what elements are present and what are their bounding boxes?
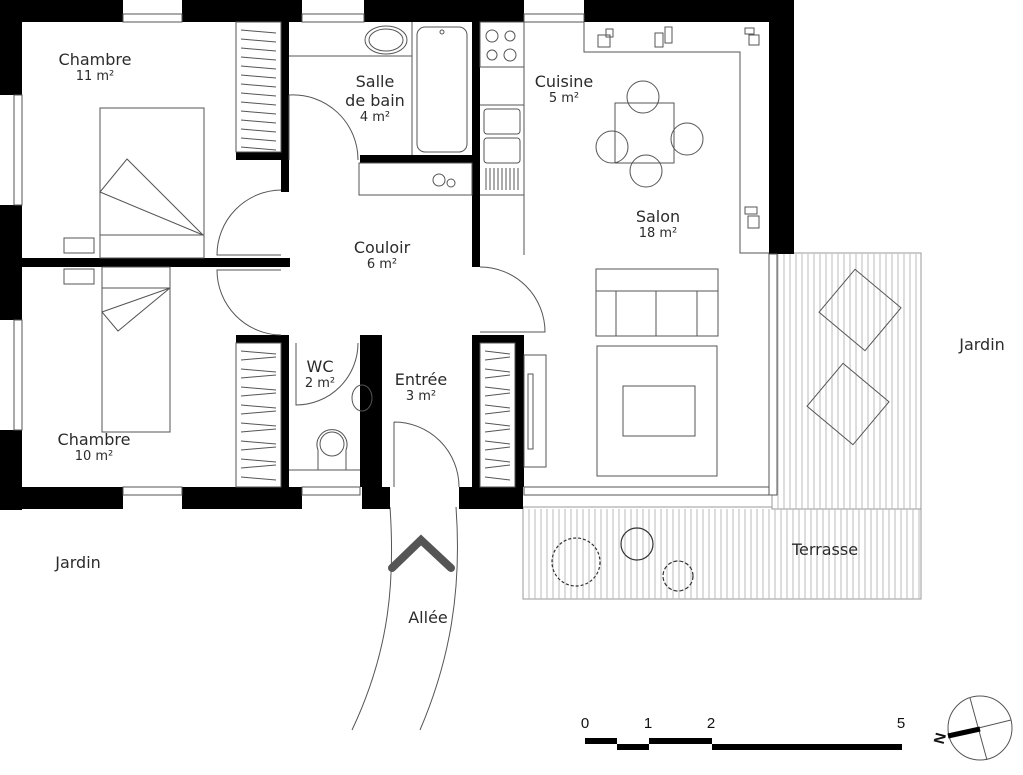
entrance-arrow-icon (388, 534, 455, 572)
compass-icon (947, 695, 1013, 761)
outdoor-label-jardin-west: Jardin (55, 553, 101, 572)
doors (216, 94, 546, 488)
room-area: 18 m² (638, 226, 678, 242)
outdoor-label-terrasse: Terrasse (791, 540, 859, 559)
room-name: WC (306, 357, 334, 376)
deck-chairs (806, 268, 902, 446)
room-name: Salle (355, 72, 395, 91)
room-area: 11 m² (75, 69, 115, 85)
room-name: Cuisine (534, 72, 594, 91)
room-area: 3 m² (405, 389, 437, 405)
scale-tick-1: 1 (643, 715, 653, 732)
kitchen-fixtures (479, 21, 525, 255)
room-name: de bain (345, 91, 405, 111)
room-name: Salon (635, 207, 681, 226)
room-area: 10 m² (74, 449, 114, 465)
windows (13, 13, 778, 496)
room-name: Couloir (353, 238, 411, 257)
terrace-deck (522, 252, 922, 600)
room-area: 5 m² (548, 91, 580, 107)
beds (63, 107, 205, 433)
scale-bar (585, 738, 902, 750)
room-name: Chambre (57, 430, 131, 449)
scale-tick-5: 5 (896, 715, 906, 732)
scale-tick-2: 2 (706, 715, 716, 732)
room-area: 4 m² (359, 110, 391, 126)
outdoor-label-allee: Allée (408, 608, 448, 627)
room-area: 2 m² (304, 376, 336, 392)
plants (551, 527, 694, 592)
room-name: Entrée (394, 370, 448, 389)
bathroom-fixtures (289, 22, 473, 471)
salon-furniture (523, 22, 769, 477)
outdoor-label-jardin-east: Jardin (959, 335, 1005, 354)
room-name: Chambre (58, 50, 132, 69)
allee-path (351, 506, 458, 731)
walls (0, 0, 794, 510)
room-area: 6 m² (366, 257, 398, 273)
wardrobes (235, 21, 516, 488)
scale-tick-0: 0 (580, 715, 590, 732)
